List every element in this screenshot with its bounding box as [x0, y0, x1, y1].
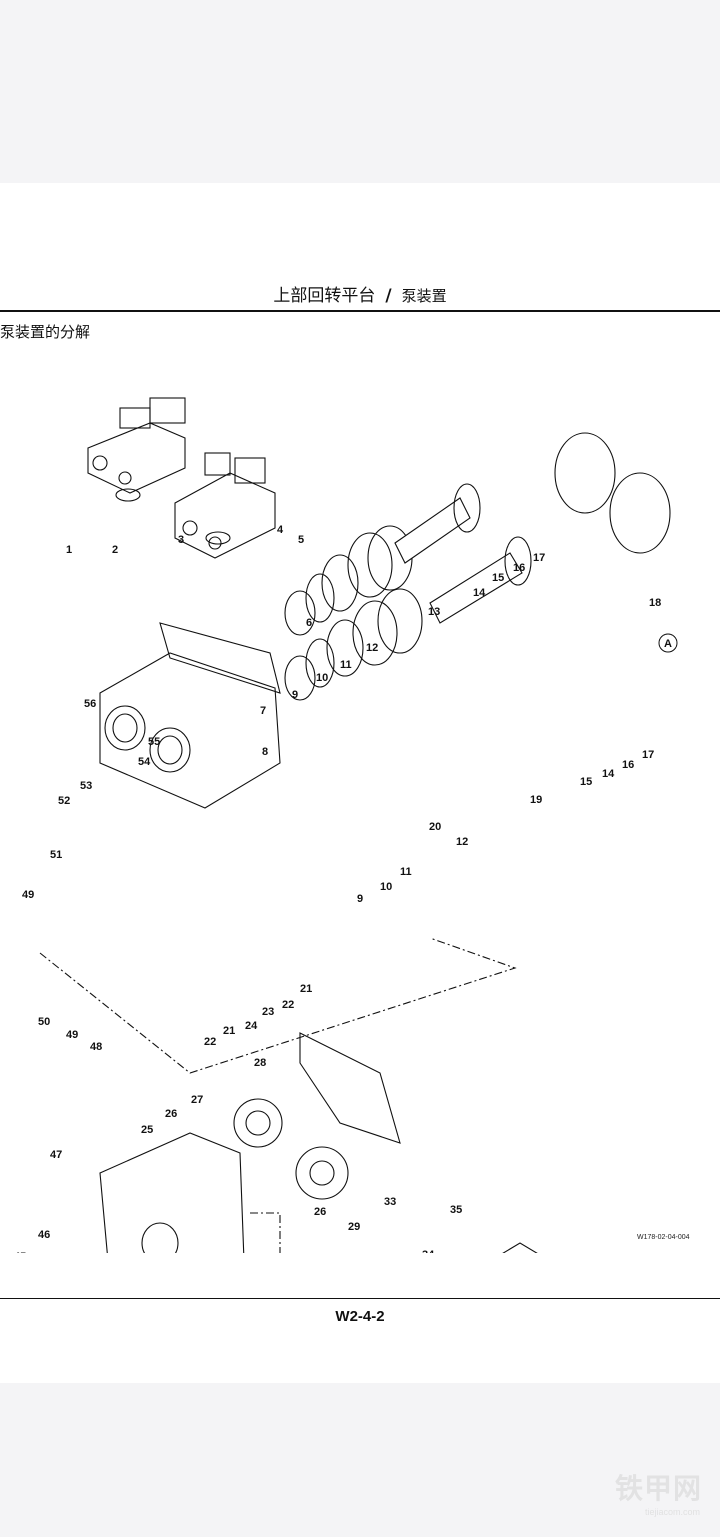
header-rule	[0, 310, 720, 312]
label-14b: 14	[602, 768, 615, 780]
label-12: 12	[366, 642, 378, 654]
label-6: 6	[306, 617, 312, 629]
label-18: 18	[649, 597, 661, 609]
label-45: 45	[14, 1251, 26, 1253]
label-10: 10	[316, 672, 328, 684]
manual-page: 上部回转平台 / 泵装置 泵装置的分解	[0, 183, 720, 1383]
label-5: 5	[298, 534, 304, 546]
label-16b: 16	[622, 759, 634, 771]
lower-bearing-set	[284, 588, 423, 701]
watermark-text: 铁甲网	[614, 1472, 702, 1505]
label-55: 55	[148, 736, 160, 748]
label-25: 25	[141, 1124, 153, 1136]
label-46: 46	[38, 1229, 50, 1241]
label-28: 28	[254, 1057, 266, 1069]
label-52: 52	[58, 795, 70, 807]
section-title: 泵装置的分解	[0, 323, 91, 341]
figure-code: W178-02-04-004	[637, 1234, 690, 1241]
label-22b: 22	[204, 1036, 216, 1048]
label-51: 51	[50, 849, 62, 861]
label-23: 23	[262, 1006, 274, 1018]
label-35: 35	[450, 1204, 462, 1216]
label-24: 24	[245, 1020, 258, 1032]
label-49: 49	[22, 889, 34, 901]
label-49b: 49	[66, 1029, 78, 1041]
label-12b: 12	[456, 836, 468, 848]
header-subtitle: 泵装置	[401, 287, 447, 305]
label-11b: 11	[400, 866, 412, 878]
label-17: 17	[533, 552, 545, 564]
page-header: 上部回转平台 / 泵装置	[0, 281, 720, 306]
label-19: 19	[530, 794, 542, 806]
label-48: 48	[90, 1041, 102, 1053]
header-title: 上部回转平台	[273, 286, 376, 306]
label-14: 14	[473, 587, 486, 599]
label-1: 1	[66, 544, 72, 556]
label-7: 7	[260, 705, 266, 717]
label-20: 20	[429, 821, 441, 833]
label-3: 3	[178, 534, 184, 546]
label-26b: 26	[314, 1206, 326, 1218]
shaft-19	[429, 536, 532, 624]
gear-pump-39	[502, 1242, 538, 1253]
label-34: 34	[422, 1249, 435, 1253]
exploded-view-diagram: 1 2 3 4 5 6 7 8 9 10 11 12 13 14 15 16 1…	[14, 397, 678, 1253]
label-17b: 17	[642, 749, 654, 761]
label-53: 53	[80, 780, 92, 792]
footer-rule	[0, 1298, 720, 1299]
label-13: 13	[428, 606, 440, 618]
label-27: 27	[191, 1094, 203, 1106]
label-A: A	[664, 638, 672, 650]
header-separator: /	[385, 286, 392, 306]
label-21: 21	[300, 983, 312, 995]
label-26: 26	[165, 1108, 177, 1120]
regulator-6-shape	[174, 452, 276, 559]
label-33: 33	[384, 1196, 396, 1208]
gear-housing-47	[99, 1132, 245, 1253]
label-29: 29	[348, 1221, 360, 1233]
label-11: 11	[340, 659, 352, 671]
label-22: 22	[282, 999, 294, 1011]
watermark-url: tiejiacom.com	[644, 1507, 700, 1517]
shaft-13	[394, 483, 481, 564]
part-label-layer: 1 2 3 4 5 6 7 8 9 10 11 12 13 14 15 16 1…	[14, 524, 678, 1253]
regulator-2-shape	[87, 397, 186, 494]
label-21b: 21	[223, 1025, 235, 1037]
label-15: 15	[492, 572, 504, 584]
label-9b: 9	[357, 893, 363, 905]
label-16: 16	[513, 562, 525, 574]
label-50: 50	[38, 1016, 50, 1028]
label-56: 56	[84, 698, 96, 710]
label-54: 54	[138, 756, 151, 768]
pump-casing-51	[99, 622, 281, 809]
label-15b: 15	[580, 776, 592, 788]
label-47: 47	[50, 1149, 62, 1161]
label-10b: 10	[380, 881, 392, 893]
label-8: 8	[262, 746, 268, 758]
page-number: W2-4-2	[335, 1308, 385, 1325]
label-4: 4	[277, 524, 284, 536]
label-9: 9	[292, 689, 298, 701]
label-2: 2	[112, 544, 118, 556]
